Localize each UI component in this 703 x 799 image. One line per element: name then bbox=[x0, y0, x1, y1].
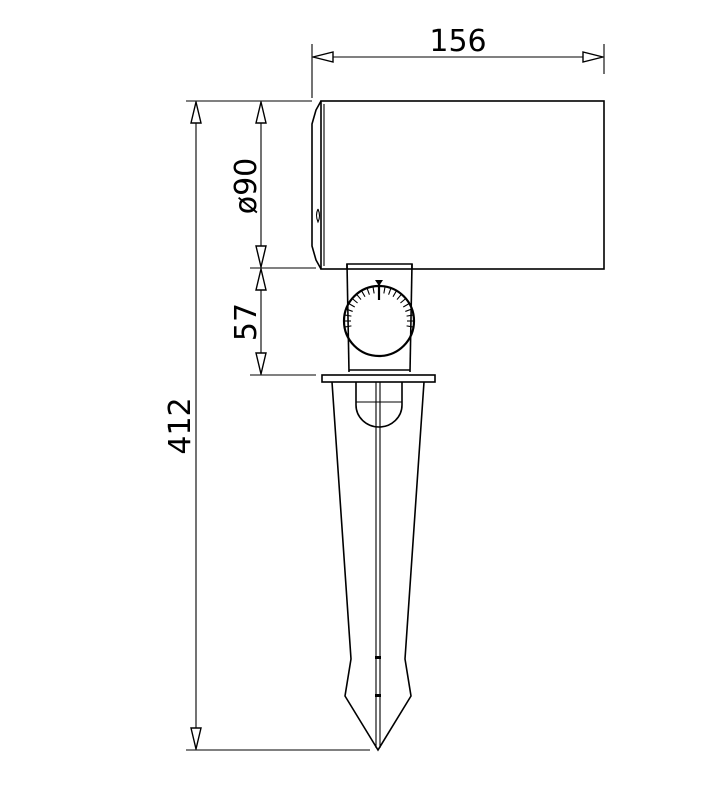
dimension-label-total-height: 412 bbox=[163, 397, 198, 454]
cable-cup bbox=[355, 382, 403, 428]
dial-pointer-head-icon bbox=[375, 280, 383, 286]
mounting-bracket bbox=[342, 263, 416, 373]
dimension-bracket-height: 57 bbox=[229, 268, 316, 376]
arrowhead-bottom-icon bbox=[255, 352, 267, 375]
bracket-left-side bbox=[346, 263, 350, 373]
dial-tick-marks bbox=[344, 280, 414, 328]
spike-outline bbox=[331, 381, 425, 752]
dimension-label-bracket-height: 57 bbox=[229, 303, 264, 341]
dimension-length: 156 bbox=[311, 24, 605, 98]
arrowhead-top-icon bbox=[255, 268, 267, 291]
front-bezel bbox=[311, 100, 322, 270]
dimension-diameter: ø90 bbox=[229, 101, 316, 269]
arrowhead-bottom-icon bbox=[190, 727, 202, 750]
ground-spike bbox=[331, 381, 425, 752]
rib-marker bbox=[375, 694, 381, 697]
dimension-label-diameter: ø90 bbox=[229, 158, 264, 215]
arrowhead-left-icon bbox=[312, 51, 334, 63]
bracket-right-side bbox=[409, 263, 413, 373]
arrowhead-bottom-icon bbox=[255, 245, 267, 268]
cylinder-housing bbox=[320, 100, 605, 270]
flange bbox=[321, 374, 436, 383]
dimension-label-length: 156 bbox=[429, 24, 486, 59]
lamp-body bbox=[311, 100, 605, 270]
arrowhead-right-icon bbox=[582, 51, 604, 63]
dimension-total-height: 412 bbox=[163, 100, 370, 751]
base-plate bbox=[321, 374, 436, 428]
arrowhead-top-icon bbox=[190, 101, 202, 124]
arrowhead-top-icon bbox=[255, 101, 267, 124]
rib-marker bbox=[375, 656, 381, 659]
bezel-screw-icon bbox=[315, 208, 321, 224]
